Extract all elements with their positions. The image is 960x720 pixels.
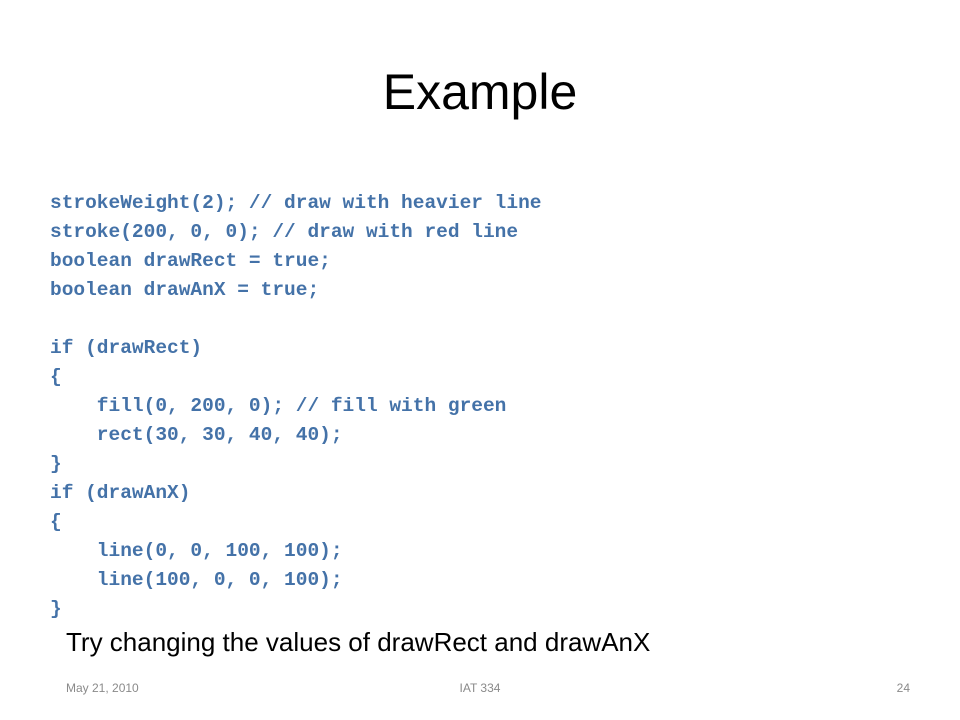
footer-date: May 21, 2010 [66, 681, 139, 695]
code-block: strokeWeight(2); // draw with heavier li… [50, 189, 930, 624]
slide-title: Example [382, 64, 578, 120]
code-line: if (drawAnX) [50, 482, 191, 504]
footer-page-number: 24 [896, 681, 910, 695]
code-line: boolean drawAnX = true; [50, 279, 320, 301]
code-line: if (drawRect) [50, 337, 203, 359]
code-line: line(0, 0, 100, 100); [50, 540, 343, 562]
code-line-blank [50, 305, 930, 334]
code-line: boolean drawRect = true; [50, 250, 331, 272]
code-line: line(100, 0, 0, 100); [50, 569, 343, 591]
instruction-note: Try changing the values of drawRect and … [66, 627, 651, 657]
code-line: } [50, 453, 62, 475]
code-line: { [50, 511, 62, 533]
footer-course: IAT 334 [459, 681, 501, 695]
code-line: } [50, 598, 62, 620]
code-line: { [50, 366, 62, 388]
code-line: strokeWeight(2); // draw with heavier li… [50, 192, 542, 214]
code-line: rect(30, 30, 40, 40); [50, 424, 343, 446]
code-line: fill(0, 200, 0); // fill with green [50, 395, 507, 417]
code-line: stroke(200, 0, 0); // draw with red line [50, 221, 519, 243]
